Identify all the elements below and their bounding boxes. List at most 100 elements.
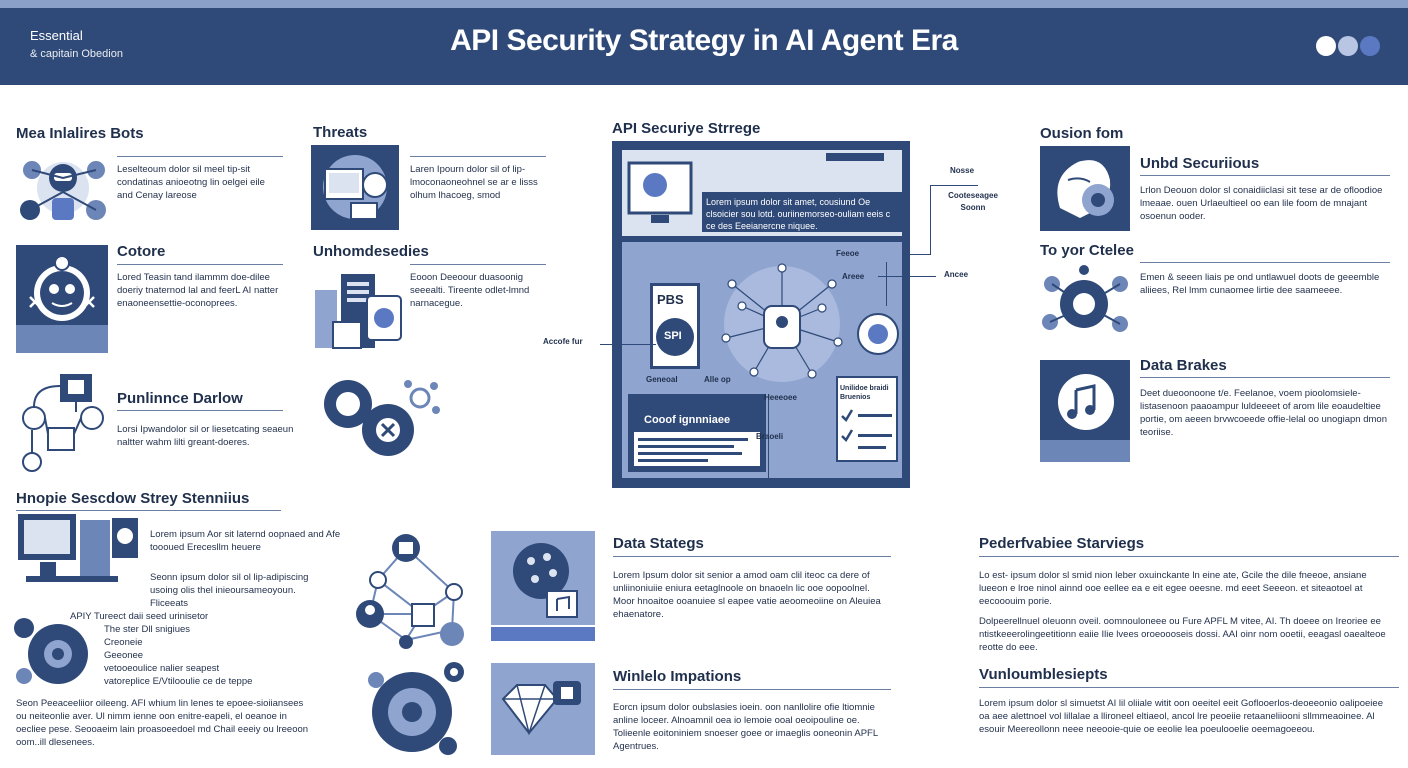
dollar-gear-icon xyxy=(14,618,88,684)
section-title-cotore: Cotore xyxy=(117,243,166,260)
text-hnopie-2: Seonn ipsum dolor sil ol lip-adipiscing … xyxy=(150,572,309,609)
rule-hnopie xyxy=(16,510,281,511)
rule-cotore xyxy=(117,264,283,265)
list-item: APIY Tureect daii seed urinisetor xyxy=(70,611,209,622)
list-item: vatoreplice E/Vtilooulie ce de teppe xyxy=(104,676,253,687)
rule-punlinnce xyxy=(117,410,283,411)
text-punlinnce: Lorsi Ipwandolor sil or liesetcating sea… xyxy=(117,424,294,448)
ai-core-network-icon xyxy=(721,263,899,382)
org-chart-icon xyxy=(22,374,104,472)
section-title-unbd: Unbd Securiious xyxy=(1140,155,1260,172)
section-title-data-brakes: Data Brakes xyxy=(1140,357,1227,374)
dot-2 xyxy=(1338,36,1358,56)
section-title-data-stategs: Data Stategs xyxy=(613,535,704,552)
rule-winlelo xyxy=(613,689,891,690)
rule-vunloumblesiepts xyxy=(979,687,1399,688)
callout-line-2 xyxy=(930,185,931,255)
rule-bots xyxy=(117,156,283,157)
list-item: The ster Dll snigiues xyxy=(104,624,191,635)
text-unhomdesedies: Eooon Deeoour duasoonig seeealti. Tireen… xyxy=(410,272,530,309)
cog-cluster-icon xyxy=(368,662,464,755)
text-threats: Laren Ipourn dolor sil of lip-lmoconaone… xyxy=(410,164,538,201)
checklist-icon xyxy=(841,409,892,449)
text-winlelo: Eorcn ipsum dolor oubslasies ioein. oon … xyxy=(613,702,878,752)
rule-threats xyxy=(410,156,546,157)
section-title-to-yor-ctelee: To yor Ctelee xyxy=(1040,242,1134,259)
callout-line-5 xyxy=(886,262,887,306)
label-nosse: Nosse xyxy=(950,166,975,175)
text-vunloumblesiepts: Lorem ipsum dolor sl simuetst AI lil oli… xyxy=(979,698,1383,735)
text-to-yor: Emen & seeen liais pe ond untlawuel doot… xyxy=(1140,272,1380,296)
rule-to-yor xyxy=(1140,262,1390,263)
spi-badge xyxy=(656,318,694,356)
top-accent-strip xyxy=(0,0,1408,8)
robot-network-icon xyxy=(20,161,106,220)
label-accofe: Accofe fur xyxy=(543,337,583,346)
rule-unbd xyxy=(1140,175,1390,176)
brand-line-2: & capitain Obedion xyxy=(30,48,123,60)
callout-line-4 xyxy=(878,276,936,277)
robot-face-icon xyxy=(16,255,108,353)
section-title-hnopie: Hnopie Sescdow Strey Stenniius xyxy=(16,490,250,507)
brand-line-1: Essential xyxy=(30,28,83,43)
text-unbd: Lrlon Deouon dolor sl conaidiiclasi sit … xyxy=(1140,185,1383,222)
brain-gear-icon xyxy=(1057,160,1114,218)
list-hnopie: APIY Tureect daii seed urinisetor The st… xyxy=(70,610,310,688)
gears-icon xyxy=(324,380,440,456)
section-title-ousion: Ousion fom xyxy=(1040,125,1124,142)
center-title: API Securiye Strrege xyxy=(612,120,761,137)
list-item: vetooeoulice nalier seapest xyxy=(104,663,220,674)
section-title-unhomdesedies: Unhomdesedies xyxy=(313,243,429,260)
section-title-threats: Threats xyxy=(313,124,368,141)
label-feeoe: Feeoe xyxy=(836,249,860,258)
desktop-devices-icon xyxy=(18,514,138,582)
label-braoti: Braoeli xyxy=(756,432,784,441)
callout-line-1 xyxy=(930,185,978,186)
label-areee: Areee xyxy=(842,272,865,281)
center-panel-text: Lorem ipsum dolor sit amet, cousiund Oe … xyxy=(706,197,891,231)
spi-label: SPI xyxy=(664,330,682,342)
section-title-bots: Mea Inlalires Bots xyxy=(16,125,144,142)
rule-unhomdesedies xyxy=(410,264,546,265)
text-data-brakes: Deet dueoonoone t/e. Feelanoe, voem pioo… xyxy=(1140,388,1387,438)
network-nodes-icon xyxy=(356,534,464,649)
text-cotore: Lored Teasin tand ilammm doe-dilee doeri… xyxy=(117,272,279,309)
monitor-icon xyxy=(627,161,693,223)
page-header: Essential & capitain Obedion API Securit… xyxy=(0,8,1408,85)
section-title-vunloumblesiepts: Vunloumblesiepts xyxy=(979,666,1108,683)
label-heees: Heeeoee xyxy=(764,393,797,402)
rule-data-brakes xyxy=(1140,377,1390,378)
text-lines-icon xyxy=(638,438,748,462)
text-pederfvabiee-1: Lo est- ipsum dolor sl smid nion leber o… xyxy=(979,570,1367,607)
dot-1 xyxy=(1316,36,1336,56)
rule-data-stategs xyxy=(613,556,891,557)
center-tab-bar xyxy=(826,153,884,161)
threat-screen-icon xyxy=(323,155,388,220)
text-bots: Leselteoum dolor sil meel tip-sit condat… xyxy=(117,164,265,201)
dot-3 xyxy=(1360,36,1380,56)
brain-chip-icon xyxy=(491,543,595,641)
callout-line-6 xyxy=(600,344,656,345)
section-title-pederfvabiee: Pederfvabiee Starviegs xyxy=(979,535,1145,552)
label-alle: Alle op xyxy=(704,375,731,384)
code-box-label: Cooof ignnniaee xyxy=(644,414,731,426)
center-text-panel xyxy=(702,192,902,232)
center-divider xyxy=(768,400,769,478)
label-cootoe: Cooteseagee Soonn xyxy=(948,191,998,212)
head-music-icon xyxy=(1040,374,1130,462)
network-gear-icon xyxy=(1042,265,1128,332)
label-geneoal: Geneoal xyxy=(646,375,678,384)
rule-pederfvabiee xyxy=(979,556,1399,557)
text-hnopie-1: Lorem ipsum Aor sit laternd oopnaed and … xyxy=(150,529,341,553)
checklist-title: Unilidoe braidi Bruenios xyxy=(840,385,889,401)
header-dots xyxy=(1316,36,1380,56)
text-hnopie-footer: Seon Peeaceeliior oileeng. AFI whium lin… xyxy=(16,698,309,748)
device-stack-icon xyxy=(315,274,402,349)
callout-line-3 xyxy=(902,254,931,255)
list-item: Geeonee xyxy=(104,650,144,661)
pbs-label: PBS xyxy=(657,292,684,307)
section-title-punlinnce: Punlinnce Darlow xyxy=(117,390,243,407)
label-aneee: Ancee xyxy=(944,270,969,279)
page-title: API Security Strategy in AI Agent Era xyxy=(450,24,958,57)
list-item: Creoneie xyxy=(104,637,143,648)
